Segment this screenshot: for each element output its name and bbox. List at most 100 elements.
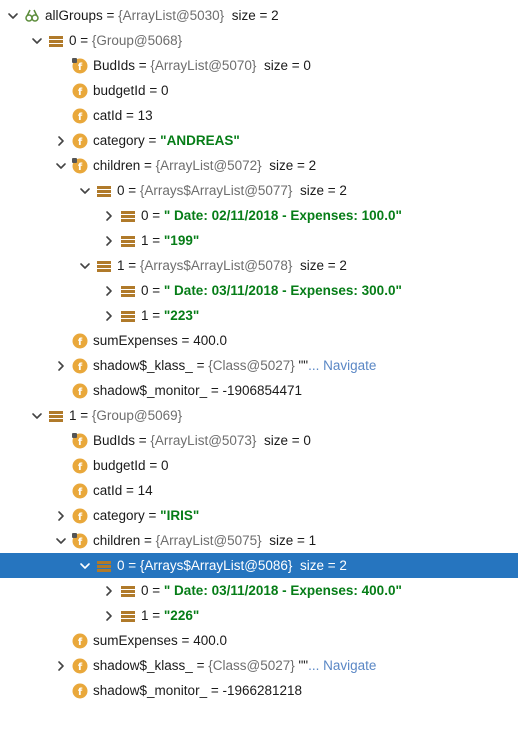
svg-text:f: f (78, 537, 83, 548)
tree-node[interactable]: 0 = {Arrays$ArrayList@5077} size = 2 (0, 178, 518, 203)
tree-node[interactable]: 1 = {Group@5069} (0, 403, 518, 428)
chevron-right-icon[interactable] (102, 578, 116, 603)
equals-sign: = (124, 558, 140, 573)
node-text: 1 = {Arrays$ArrayList@5078} size = 2 (117, 253, 347, 278)
node-text: 1 = "226" (141, 603, 199, 628)
equals-sign: = (140, 533, 156, 548)
watch-glasses-icon (24, 7, 40, 23)
navigate-link[interactable]: ... Navigate (308, 658, 377, 673)
chevron-right-icon[interactable] (54, 653, 68, 678)
navigate-link[interactable]: ... Navigate (308, 358, 377, 373)
tree-node[interactable]: 1 = {Arrays$ArrayList@5078} size = 2 (0, 253, 518, 278)
tree-node[interactable]: f budgetId = 0 (0, 453, 518, 478)
node-name: allGroups (45, 8, 103, 23)
chevron-right-icon[interactable] (54, 128, 68, 153)
chevron-right-icon[interactable] (102, 303, 116, 328)
svg-text:f: f (78, 462, 83, 473)
svg-text:f: f (78, 512, 83, 523)
node-size: size = 1 (261, 533, 317, 548)
node-text: 1 = "223" (141, 303, 199, 328)
node-text: budgetId = 0 (93, 453, 168, 478)
field-icon: f (72, 657, 88, 674)
svg-text:f: f (78, 87, 83, 98)
node-text: children = {ArrayList@5072} size = 2 (93, 153, 316, 178)
field-icon: f (72, 357, 88, 374)
chevron-down-icon[interactable] (78, 253, 92, 278)
equals-sign: = (144, 133, 161, 148)
chevron-down-icon[interactable] (30, 28, 44, 53)
chevron-right-icon[interactable] (102, 603, 116, 628)
node-text: 0 = " Date: 03/11/2018 - Expenses: 400.0… (141, 578, 402, 603)
equals-sign: = (148, 233, 164, 248)
node-name: budgetId (93, 458, 146, 473)
equals-sign: = (122, 108, 138, 123)
string-value: " Date: 03/11/2018 - Expenses: 300.0" (163, 283, 402, 298)
chevron-right-icon[interactable] (102, 203, 116, 228)
equals-sign: = (192, 358, 209, 373)
list-object-icon (96, 557, 112, 573)
string-value: "226" (163, 608, 200, 623)
node-name: 0 (141, 283, 149, 298)
node-text: shadow$_klass_ = {Class@5027} ""... Navi… (93, 653, 376, 678)
node-value: 400.0 (193, 333, 227, 348)
tree-node[interactable]: 1 = "223" (0, 303, 518, 328)
equals-sign: = (177, 633, 194, 648)
tree-node[interactable]: 0 = {Group@5068} (0, 28, 518, 53)
field-icon: f (72, 632, 88, 649)
node-name: shadow$_monitor_ (93, 683, 208, 698)
tree-node[interactable]: 0 = {Arrays$ArrayList@5086} size = 2 (0, 553, 518, 578)
node-name: children (93, 533, 141, 548)
object-reference: {Group@5069} (91, 408, 183, 423)
chevron-down-icon[interactable] (54, 153, 68, 178)
node-value: 0 (160, 458, 169, 473)
tree-node[interactable]: 0 = " Date: 03/11/2018 - Expenses: 300.0… (0, 278, 518, 303)
string-value: "223" (163, 308, 200, 323)
tree-node[interactable]: 0 = " Date: 03/11/2018 - Expenses: 400.0… (0, 578, 518, 603)
chevron-down-icon[interactable] (54, 528, 68, 553)
tree-node[interactable]: allGroups = {ArrayList@5030} size = 2 (0, 3, 518, 28)
equals-sign: = (192, 658, 209, 673)
tree-node[interactable]: 0 = " Date: 02/11/2018 - Expenses: 100.0… (0, 203, 518, 228)
string-value: " Date: 02/11/2018 - Expenses: 100.0" (163, 208, 402, 223)
chevron-right-icon[interactable] (54, 503, 68, 528)
node-value: 14 (137, 483, 153, 498)
node-name: category (93, 133, 145, 148)
equals-sign: = (124, 183, 140, 198)
chevron-down-icon[interactable] (78, 553, 92, 578)
node-text: 1 = "199" (141, 228, 199, 253)
equals-sign: = (144, 508, 161, 523)
node-text: budgetId = 0 (93, 78, 168, 103)
object-reference: {Arrays$ArrayList@5086} (139, 558, 293, 573)
tree-node[interactable]: 1 = "199" (0, 228, 518, 253)
tree-node[interactable]: f budgetId = 0 (0, 78, 518, 103)
chevron-down-icon[interactable] (6, 3, 20, 28)
node-size: "" (294, 358, 309, 373)
chevron-right-icon[interactable] (102, 228, 116, 253)
tree-node[interactable]: f shadow$_klass_ = {Class@5027} ""... Nav… (0, 653, 518, 678)
equals-sign: = (207, 683, 223, 698)
equals-sign: = (135, 433, 151, 448)
chevron-right-icon[interactable] (102, 278, 116, 303)
chevron-right-icon[interactable] (54, 353, 68, 378)
field-icon: f (72, 482, 88, 499)
string-value: "ANDREAS" (160, 133, 240, 148)
node-value: 0 (160, 83, 169, 98)
chevron-down-icon[interactable] (30, 403, 44, 428)
object-reference: {ArrayList@5072} (155, 158, 262, 173)
object-reference: {Arrays$ArrayList@5078} (139, 258, 293, 273)
chevron-down-icon[interactable] (78, 178, 92, 203)
tree-node[interactable]: 1 = "226" (0, 603, 518, 628)
